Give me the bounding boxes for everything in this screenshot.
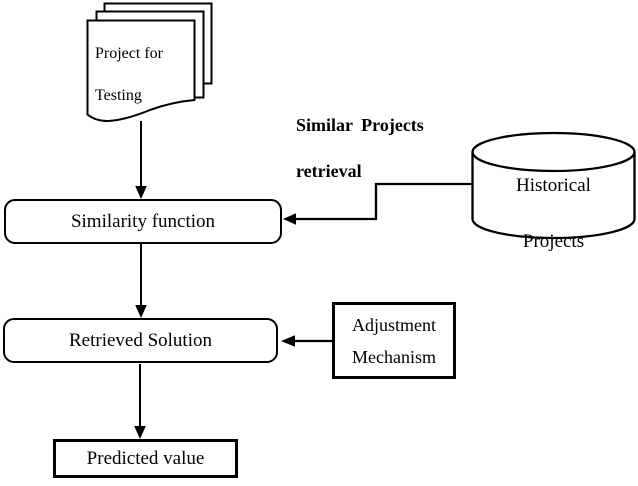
- cylinder-body: [471, 152, 636, 240]
- arrowhead: [134, 426, 146, 439]
- arrowhead: [135, 305, 147, 318]
- document-stack: [86, 2, 213, 123]
- predicted-value-box: Predicted value: [53, 439, 238, 478]
- retrieval-annotation-line2: retrieval: [296, 161, 362, 181]
- arrowhead: [283, 213, 296, 225]
- cylinder-top-ellipse: [471, 131, 636, 173]
- adjustment-mechanism-line1: Adjustment: [352, 314, 436, 335]
- similarity-function-box: Similarity function: [4, 199, 282, 244]
- arrow-document-to-similarity: [135, 121, 147, 199]
- arrowhead: [281, 335, 295, 347]
- document-page-front: [86, 19, 196, 123]
- arrow-similarity-to-retrieved: [135, 244, 147, 318]
- adjustment-mechanism-line2: Mechanism: [352, 346, 436, 367]
- similarity-function-label: Similarity function: [70, 210, 216, 232]
- document-label-line2: Testing: [95, 87, 142, 104]
- adjustment-mechanism-label: Adjustment Mechanism: [352, 309, 436, 373]
- database-label: Historical Projects: [472, 172, 635, 256]
- connector-adjustment-to-retrieved: [281, 335, 332, 347]
- document-label-line1: Project for: [95, 45, 163, 62]
- retrieval-annotation: Similar Projects retrieval: [296, 114, 424, 183]
- retrieved-solution-label: Retrieved Solution: [68, 329, 212, 351]
- connector-database-to-similarity: [283, 182, 473, 225]
- database-cylinder: [471, 131, 636, 240]
- arrowhead: [135, 186, 147, 199]
- database-label-line2: Projects: [522, 231, 585, 252]
- retrieved-solution-box: Retrieved Solution: [3, 318, 278, 363]
- adjustment-mechanism-box: Adjustment Mechanism: [332, 302, 456, 379]
- predicted-value-label: Predicted value: [86, 447, 205, 469]
- retrieval-annotation-line1: Similar Projects: [296, 115, 424, 135]
- document-label: Project for Testing: [95, 43, 163, 106]
- arrow-retrieved-to-predicted: [134, 364, 146, 439]
- database-label-line1: Historical: [516, 175, 591, 196]
